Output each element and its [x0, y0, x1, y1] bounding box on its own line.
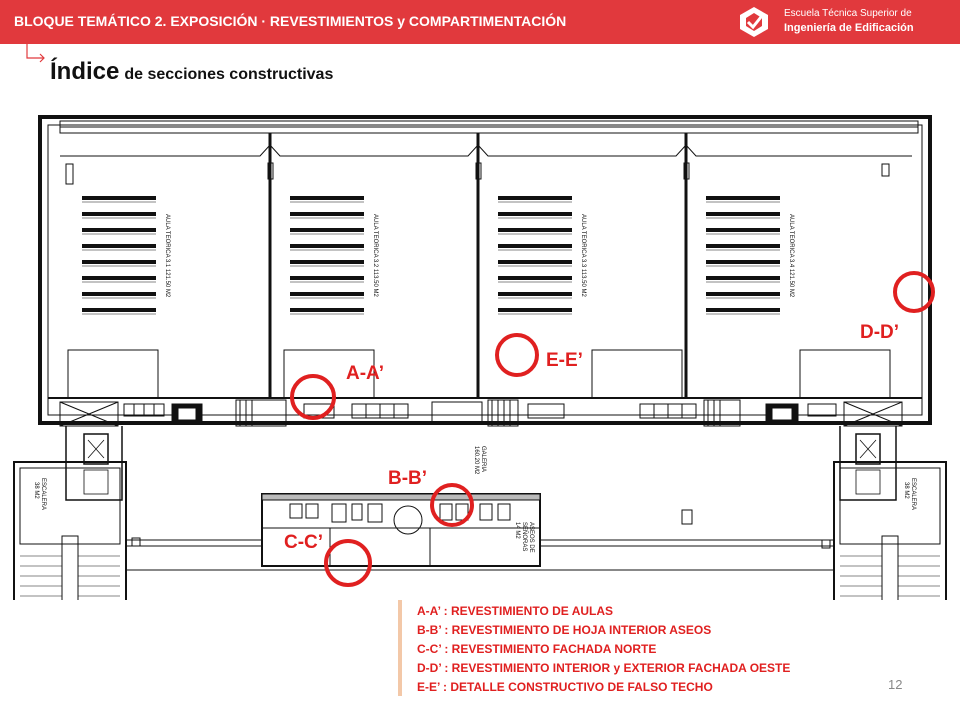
section-marker-ee [495, 333, 539, 377]
heading-sub: de secciones constructivas [124, 66, 334, 83]
aseos-label-2: SEÑORAS [521, 522, 528, 551]
bullet-arrow-icon [26, 44, 45, 63]
section-label-cc: C-C’ [284, 532, 324, 553]
floor-plan: AULA TEORICA 3.1 121.50 M2 AULA TEORICA … [13, 115, 947, 600]
section-label-ee: E-E’ [546, 350, 583, 371]
logo-line-2: Ingeniería de Edificación [784, 22, 914, 34]
section-marker-dd [893, 271, 935, 313]
legend-item-cc: C-C’ : REVESTIMIENTO FACHADA NORTE [417, 642, 657, 656]
escalera-left-label-2: 38 M2 [33, 482, 39, 499]
aseos-label-1: ASEOS DE [528, 522, 534, 553]
legend-item-bb: B-B’ : REVESTIMIENTO DE HOJA INTERIOR AS… [417, 623, 712, 637]
escalera-right-label-2: 38 M2 [903, 482, 909, 499]
legend-item-ee: E-E’ : DETALLE CONSTRUCTIVO DE FALSO TEC… [417, 680, 713, 694]
aula-label-3: AULA TEORICA 3.3 113.50 M2 [580, 214, 586, 297]
galeria-label-2: 160.20 M2 [473, 446, 479, 475]
section-label-aa: A-A’ [346, 363, 384, 384]
section-label-dd: D-D’ [860, 322, 900, 343]
aula-label-1: AULA TEORICA 3.1 121.50 M2 [164, 214, 170, 298]
logo-line-1: Escuela Técnica Superior de [784, 8, 912, 19]
escalera-left-label-1: ESCALERA [40, 478, 46, 510]
escalera-right-label-1: ESCALERA [910, 478, 916, 510]
logo-mark-icon [740, 7, 768, 37]
aula-label-2: AULA TEORICA 3.2 113.50 M2 [372, 214, 378, 297]
aseos-label-3: 14 M2 [514, 522, 520, 539]
school-logo: Escuela Técnica Superior de Ingeniería d… [736, 4, 956, 40]
section-marker-cc [324, 539, 372, 587]
aula-label-4: AULA TEORICA 3.4 121.50 M2 [788, 214, 794, 298]
section-marker-aa [290, 374, 336, 420]
seat-rows [82, 196, 780, 312]
plan-outer-wall [38, 115, 932, 425]
galeria-label-1: GALERIA [480, 446, 486, 472]
legend-item-aa: A-A’ : REVESTIMIENTO DE AULAS [417, 604, 614, 618]
section-legend: A-A’ : REVESTIMIENTO DE AULAS B-B’ : REV… [398, 600, 842, 696]
header-bar: BLOQUE TEMÁTICO 2. EXPOSICIÓN · REVESTIM… [0, 0, 960, 44]
section-marker-bb [430, 483, 474, 527]
page-number: 12 [888, 677, 903, 692]
section-label-bb: B-B’ [388, 468, 428, 489]
heading-main: Índice [50, 58, 120, 85]
legend-item-dd: D-D’ : REVESTIMIENTO INTERIOR y EXTERIOR… [417, 661, 791, 675]
header-title: BLOQUE TEMÁTICO 2. EXPOSICIÓN · REVESTIM… [14, 13, 567, 29]
